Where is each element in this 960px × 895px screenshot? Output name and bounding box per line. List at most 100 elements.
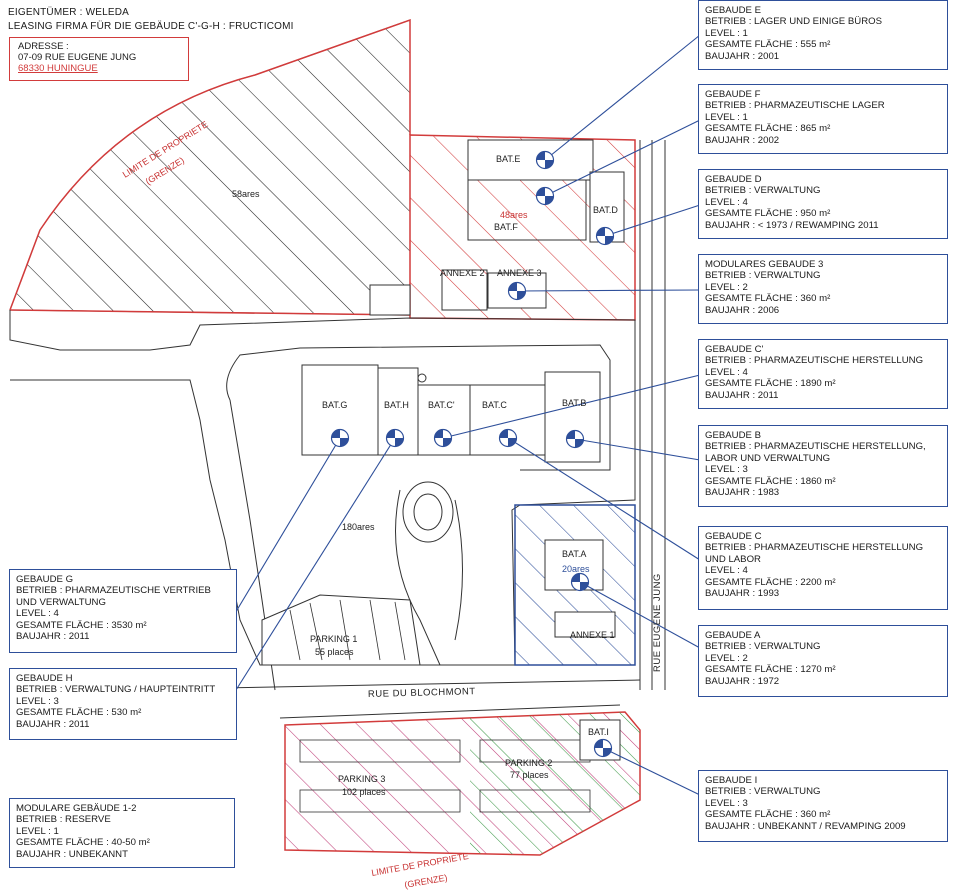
box-flaeche: GESAMTE FLÄCHE : 2200 m² (705, 576, 836, 588)
area-label-west: 58ares (232, 189, 260, 199)
bat-i-label: BAT.I (588, 727, 609, 737)
box-title: GEBAUDE D (705, 174, 762, 185)
box-flaeche: GESAMTE FLÄCHE : 3530 m² (16, 619, 147, 631)
marker-bat-c2 (433, 428, 453, 448)
bat-e-label: BAT.E (496, 154, 520, 164)
box-flaeche: GESAMTE FLÄCHE : 865 m² (705, 123, 831, 135)
info-box-modulare-1-2: MODULARE GEBÄUDE 1-2 BETRIEB : RESERVE L… (9, 798, 235, 868)
box-level: LEVEL : 4 (705, 366, 748, 378)
marker-bat-c (498, 428, 518, 448)
box-baujahr: BAUJAHR : 2001 (705, 50, 780, 62)
box-baujahr: BAUJAHR : < 1973 / REWAMPING 2011 (705, 219, 879, 231)
box-title: GEBAUDE G (16, 574, 74, 585)
bat-c-label: BAT.C (482, 400, 507, 410)
box-flaeche: GESAMTE FLÄCHE : 1270 m² (705, 664, 836, 676)
box-betrieb: BETRIEB : VERWALTUNG (705, 270, 821, 282)
info-box-gebaude-b: GEBAUDE B BETRIEB : PHARMAZEUTISCHE HERS… (698, 425, 948, 507)
box-betrieb: BETRIEB : PHARMAZEUTISCHE HERSTELLUNG (705, 355, 924, 367)
marker-bat-f (535, 186, 555, 206)
owner-line: EIGENTÜMER : WELEDA (8, 7, 130, 18)
box-betrieb-cont: UND VERWALTUNG (16, 596, 106, 608)
info-box-gebaude-c: GEBAUDE C BETRIEB : PHARMAZEUTISCHE HERS… (698, 526, 948, 610)
box-betrieb: BETRIEB : VERWALTUNG (705, 641, 821, 653)
boundary-label-south-sub: (GRENZE) (404, 873, 449, 890)
info-box-gebaude-e: GEBAUDE E BETRIEB : LAGER UND EINIGE BÜR… (698, 0, 948, 70)
parking-1-label: PARKING 1 (310, 634, 357, 644)
marker-bat-b (565, 429, 585, 449)
box-baujahr: BAUJAHR : 1993 (705, 588, 780, 600)
info-box-gebaude-a: GEBAUDE A BETRIEB : VERWALTUNG LEVEL : 2… (698, 625, 948, 697)
info-box-gebaude-f: GEBAUDE F BETRIEB : PHARMAZEUTISCHE LAGE… (698, 84, 948, 154)
box-level: LEVEL : 3 (705, 797, 748, 809)
parking-1 (261, 594, 421, 666)
box-flaeche: GESAMTE FLÄCHE : 1860 m² (705, 475, 836, 487)
box-betrieb: BETRIEB : PHARMAZEUTISCHE LAGER (705, 100, 885, 112)
annexe-1-label: ANNEXE 1 (570, 630, 615, 640)
box-flaeche: GESAMTE FLÄCHE : 360 m² (705, 809, 831, 821)
box-betrieb: BETRIEB : VERWALTUNG (705, 786, 821, 798)
info-box-gebaude-c2: GEBAUDE C' BETRIEB : PHARMAZEUTISCHE HER… (698, 339, 948, 409)
info-box-gebaude-d: GEBAUDE D BETRIEB : VERWALTUNG LEVEL : 4… (698, 169, 948, 239)
box-baujahr: BAUJAHR : 2011 (16, 718, 90, 730)
box-baujahr: BAUJAHR : 2011 (705, 389, 779, 401)
box-flaeche: GESAMTE FLÄCHE : 555 m² (705, 39, 831, 51)
box-baujahr: BAUJAHR : 1972 (705, 675, 780, 687)
box-level: LEVEL : 2 (705, 652, 748, 664)
box-level: LEVEL : 4 (16, 608, 59, 620)
box-title: MODULARES GEBAUDE 3 (705, 259, 824, 270)
box-level: LEVEL : 1 (16, 825, 59, 837)
box-betrieb: BETRIEB : PHARMAZEUTISCHE HERSTELLUNG, (705, 441, 926, 453)
box-baujahr: BAUJAHR : 1983 (705, 487, 780, 499)
street-blochmont: RUE DU BLOCHMONT (368, 686, 476, 700)
box-betrieb: BETRIEB : RESERVE (16, 814, 111, 826)
box-betrieb: BETRIEB : LAGER UND EINIGE BÜROS (705, 16, 882, 28)
box-baujahr: BAUJAHR : 2002 (705, 134, 780, 146)
box-flaeche: GESAMTE FLÄCHE : 360 m² (705, 293, 831, 305)
parking-1-places: 55 places (315, 647, 354, 657)
box-level: LEVEL : 3 (705, 464, 748, 476)
info-box-modulares-3: MODULARES GEBAUDE 3 BETRIEB : VERWALTUNG… (698, 254, 948, 324)
box-title: MODULARE GEBÄUDE 1-2 (16, 803, 137, 814)
property-boundary-north (39, 18, 411, 231)
marker-bat-d (595, 226, 615, 246)
address-street: 07-09 RUE EUGENE JUNG (18, 52, 137, 63)
area-label-center: 180ares (342, 522, 375, 532)
box-level: LEVEL : 1 (705, 111, 748, 123)
box-flaeche: GESAMTE FLÄCHE : 40-50 m² (16, 837, 150, 849)
marker-bat-g (330, 428, 350, 448)
parking-2-places: 77 places (510, 770, 549, 780)
box-baujahr: BAUJAHR : 2006 (705, 304, 780, 316)
box-level: LEVEL : 4 (705, 565, 748, 577)
box-title: GEBAUDE E (705, 5, 761, 16)
street-eugene-jung: RUE EUGENE JUNG (652, 573, 663, 672)
box-title: GEBAUDE I (705, 775, 758, 786)
box-level: LEVEL : 2 (705, 281, 748, 293)
bat-d-label: BAT.D (593, 205, 618, 215)
parking-3-label: PARKING 3 (338, 774, 385, 784)
parking-3-places: 102 places (342, 787, 386, 797)
box-betrieb: BETRIEB : VERWALTUNG / HAUPTEINTRITT (16, 684, 216, 696)
bat-b-label: BAT.B (562, 398, 586, 408)
info-box-gebaude-h: GEBAUDE H BETRIEB : VERWALTUNG / HAUPTEI… (9, 668, 237, 740)
box-betrieb-cont: LABOR UND VERWALTUNG (705, 452, 831, 464)
marker-bat-i (593, 738, 613, 758)
box-betrieb: BETRIEB : PHARMAZEUTISCHE HERSTELLUNG (705, 542, 924, 554)
box-title: GEBAUDE B (705, 430, 761, 441)
box-title: GEBAUDE C (705, 531, 762, 542)
box-level: LEVEL : 1 (705, 27, 748, 39)
area-label-north: 48ares (500, 210, 528, 220)
bat-h-label: BAT.H (384, 400, 409, 410)
area-label-a: 20ares (562, 564, 590, 574)
box-flaeche: GESAMTE FLÄCHE : 530 m² (16, 707, 142, 719)
box-level: LEVEL : 4 (705, 196, 748, 208)
info-box-gebaude-g: GEBAUDE G BETRIEB : PHARMAZEUTISCHE VERT… (9, 569, 237, 653)
box-betrieb: BETRIEB : VERWALTUNG (705, 185, 821, 197)
box-betrieb-cont: UND LABOR (705, 553, 761, 565)
address-city: 68330 HUNINGUE (18, 63, 98, 74)
marker-bat-h (385, 428, 405, 448)
bat-c2-label: BAT.C' (428, 400, 455, 410)
box-title: GEBAUDE F (705, 89, 761, 100)
box-baujahr: BAUJAHR : UNBEKANNT / REVAMPING 2009 (705, 820, 906, 832)
box-flaeche: GESAMTE FLÄCHE : 950 m² (705, 208, 831, 220)
